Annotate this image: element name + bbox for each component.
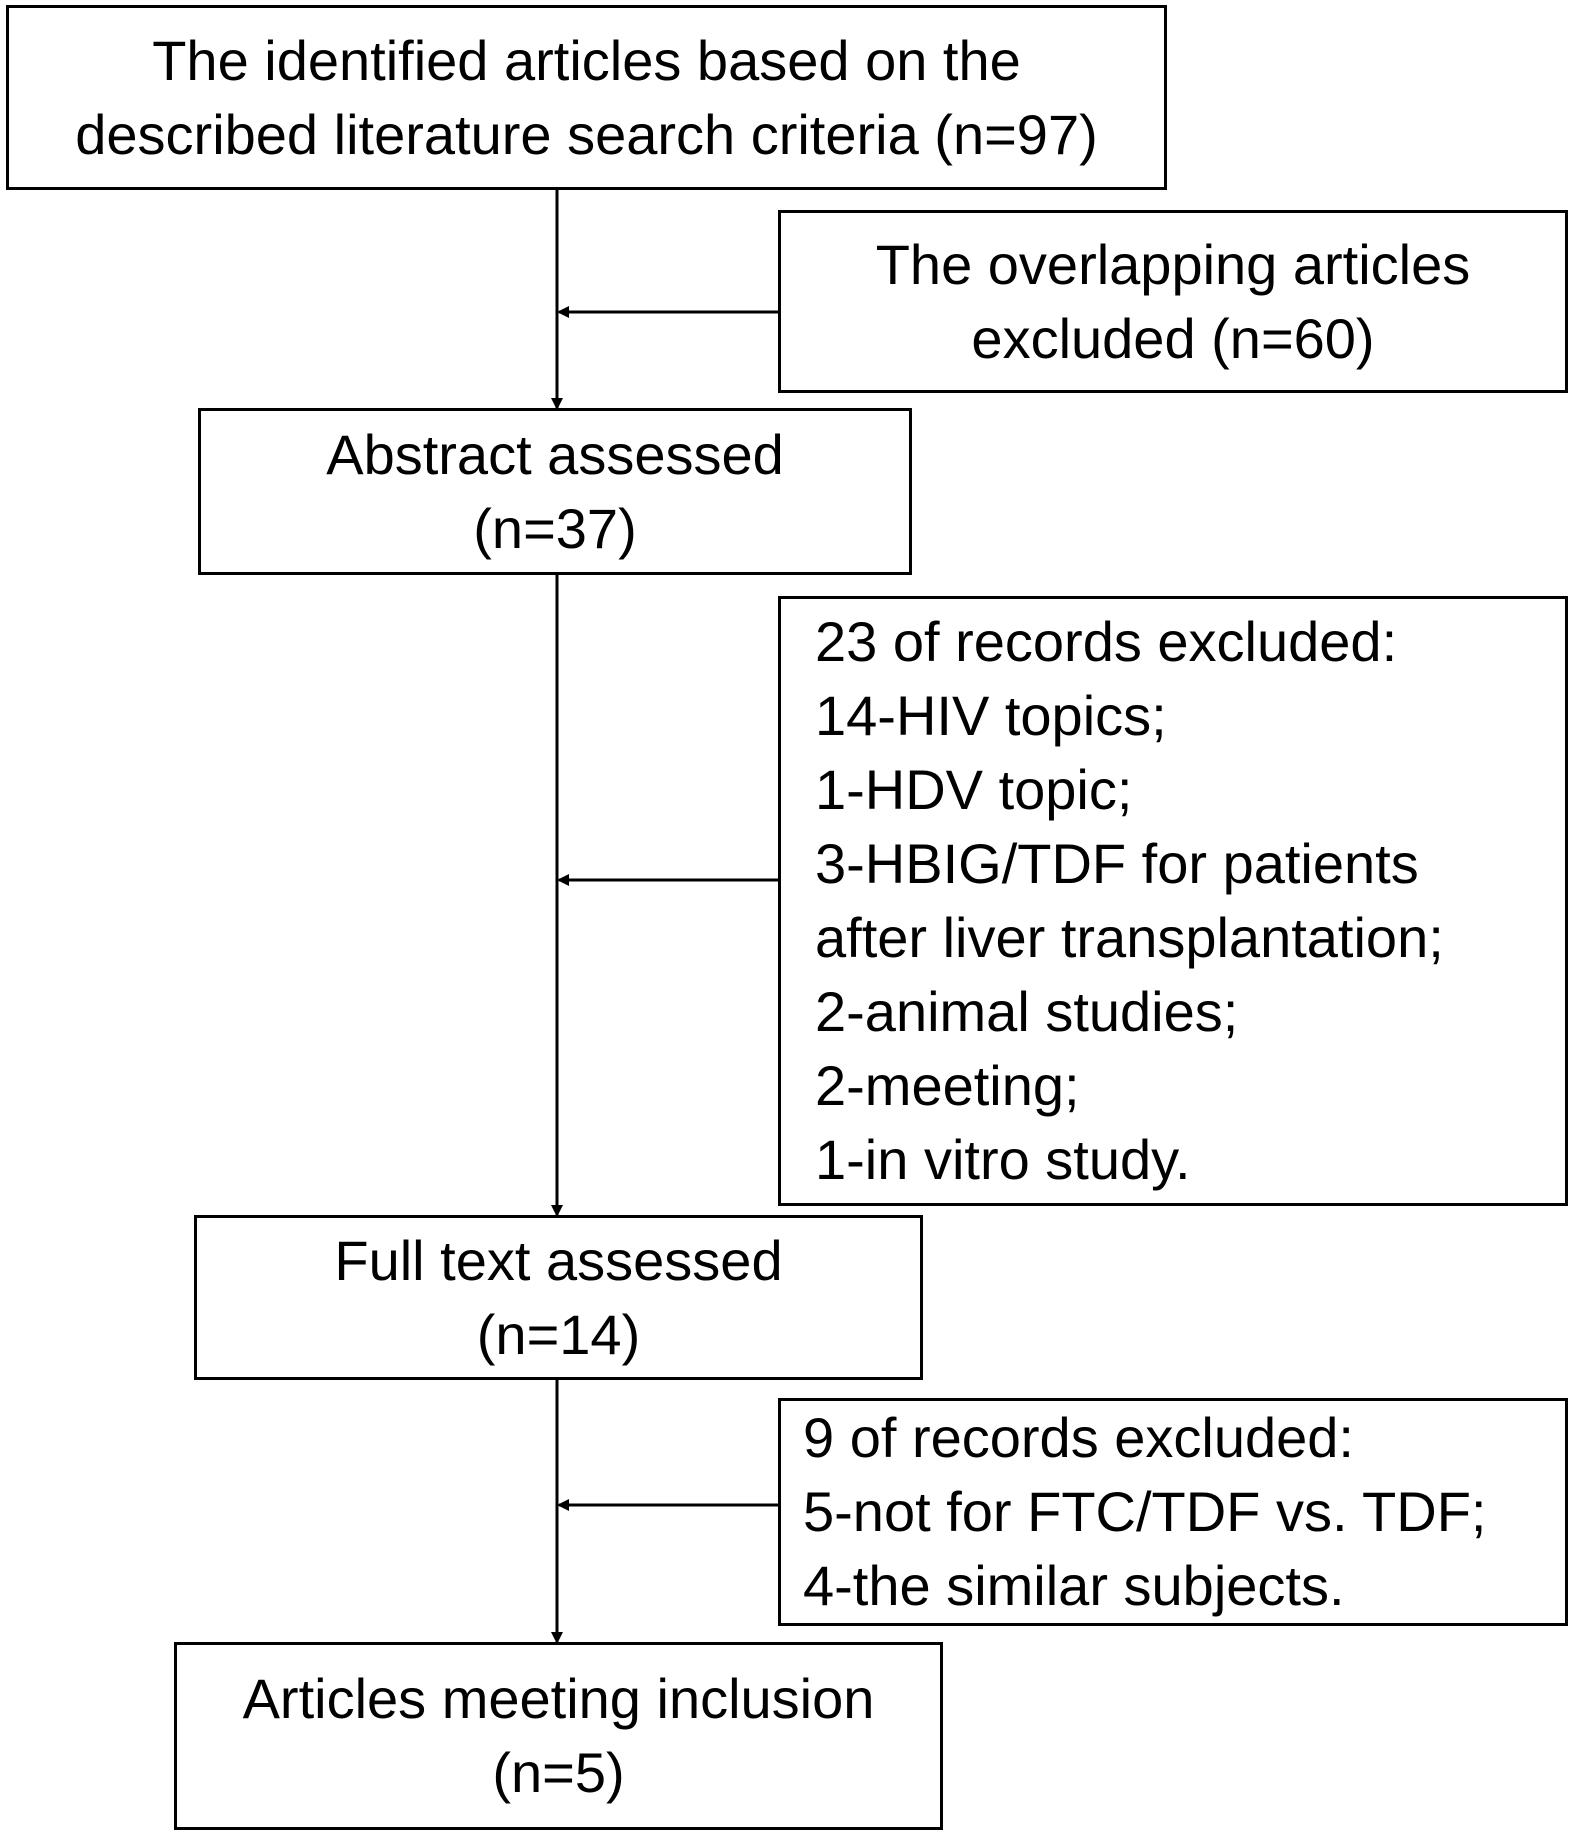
fulltext-assessed-box: Full text assessed (n=14): [194, 1215, 923, 1380]
included-line-1: Articles meeting inclusion: [242, 1667, 875, 1730]
fulltext-assessed-line-1: Full text assessed: [334, 1228, 783, 1292]
abstract-excluded-reason: 14-HIV topics;: [815, 684, 1167, 747]
fulltext-excluded-reason: 4-the similar subjects.: [803, 1554, 1345, 1617]
overlap-line-2: excluded (n=60): [971, 306, 1375, 370]
abstract-excluded-reason: 1-HDV topic;: [815, 758, 1133, 821]
abstract-assessed-line-1: Abstract assessed: [326, 422, 784, 486]
abstract-excluded-reason: 3-HBIG/TDF for patients: [815, 832, 1419, 895]
abstract-excluded-reason: 1-in vitro study.: [815, 1128, 1191, 1191]
fulltext-excluded-reason: 5-not for FTC/TDF vs. TDF;: [803, 1480, 1487, 1543]
articles-included-box: Articles meeting inclusion (n=5): [174, 1642, 943, 1830]
overlap-excluded-box: The overlapping articles excluded (n=60): [778, 210, 1568, 393]
fulltext-excluded-heading: 9 of records excluded:: [803, 1406, 1354, 1469]
abstract-excluded-reason: after liver transplantation;: [815, 906, 1444, 969]
abstract-excluded-box: 23 of records excluded: 14-HIV topics; 1…: [778, 596, 1568, 1206]
identified-line-1: The identified articles based on the: [152, 28, 1021, 92]
identified-line-2: described literature search criteria (n=…: [75, 102, 1098, 166]
included-count: (n=5): [492, 1741, 625, 1804]
abstract-excluded-heading: 23 of records excluded:: [815, 610, 1398, 673]
overlap-line-1: The overlapping articles: [875, 232, 1471, 296]
abstract-assessed-box: Abstract assessed (n=37): [198, 408, 912, 575]
abstract-excluded-reason: 2-animal studies;: [815, 980, 1239, 1043]
fulltext-excluded-box: 9 of records excluded: 5-not for FTC/TDF…: [778, 1398, 1568, 1626]
fulltext-assessed-count: (n=14): [476, 1302, 641, 1366]
abstract-assessed-count: (n=37): [473, 496, 637, 560]
identified-articles-box: The identified articles based on the des…: [6, 5, 1167, 190]
abstract-excluded-reason: 2-meeting;: [815, 1054, 1080, 1117]
